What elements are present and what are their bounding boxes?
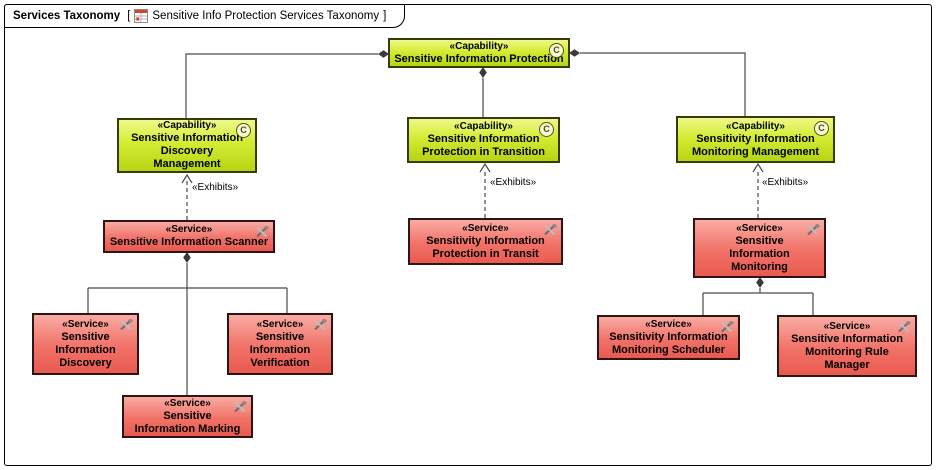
exhibits-label-right: «Exhibits» [762,177,809,188]
crossed-tools-icon [233,400,248,418]
diagram-table-icon [134,9,149,23]
stereotype-label: «Service» [462,222,509,234]
composition-diamond-right [569,49,580,57]
diagram-title: Services Taxonomy [13,10,121,22]
service-node-information-discovery[interactable]: «Service» Sensitive Information Discover… [32,313,139,375]
stereotype-label: «Capability» [454,121,513,132]
node-name: Sensitive Information Monitoring Rule Ma… [791,332,903,371]
crossed-tools-icon [806,223,821,241]
stereotype-label: «Service» [165,224,213,235]
exhibits-label-middle: «Exhibits» [490,177,537,188]
service-node-monitoring-rule-manager[interactable]: «Service» Sensitive Information Monitori… [777,315,917,377]
composition-line-discovery-mgmt[interactable] [185,53,378,118]
service-node-monitoring[interactable]: «Service» Sensitive Information Monitori… [693,218,826,278]
composition-diamond-scanner [183,252,191,263]
node-name: Sensitive Information Protection in Tran… [422,133,545,158]
node-name: Sensitive Information Discovery [55,330,116,369]
capability-badge-icon: C [814,121,829,136]
service-node-protection-in-transit[interactable]: «Service» Sensitivity Information Protec… [408,218,563,265]
node-name: Sensitive Information Protection [394,52,564,65]
capability-badge-icon: C [236,123,251,138]
composition-line-monitoring-mgmt[interactable] [580,52,746,116]
node-name: Sensitivity Information Monitoring Sched… [609,330,728,356]
stereotype-label: «Capability» [449,40,509,52]
composition-diamond-middle [479,67,487,78]
stereotype-label: «Service» [62,318,109,330]
bracket-open: [ [127,10,131,22]
crossed-tools-icon [720,320,735,338]
service-node-information-verification[interactable]: «Service» Sensitive Information Verifica… [227,313,333,375]
node-name: Sensitive Information Monitoring [729,234,790,273]
capability-node-sensitive-information-protection[interactable]: «Capability» Sensitive Information Prote… [388,38,570,68]
stereotype-label: «Service» [256,318,304,330]
exhibits-arrowhead-monitoring [752,162,764,173]
crossed-tools-icon [119,318,134,336]
diagram-header-tab[interactable]: Services Taxonomy [ Sensitive Info Prote… [4,4,406,28]
crossed-tools-icon [313,318,328,336]
node-name: Sensitivity Information Protection in Tr… [426,234,545,260]
capability-badge-icon: C [539,122,554,137]
crossed-tools-icon [543,223,558,241]
stereotype-label: «Capability» [157,120,217,131]
stereotype-label: «Service» [164,397,211,409]
capability-node-monitoring-management[interactable]: «Capability» Sensitivity Information Mon… [676,116,835,163]
diagram-frame [4,4,932,466]
stereotype-label: «Service» [736,222,783,234]
node-name: Sensitive Information Verification [249,330,311,369]
stereotype-label: «Capability» [726,120,785,132]
diagram-reference: Sensitive Info Protection Services Taxon… [152,10,380,22]
node-name: Sensitivity Information Monitoring Manag… [691,132,820,158]
node-name: Sensitive Information Discovery Manageme… [131,132,243,170]
composition-diamond-monitoring [756,277,764,288]
node-name: Sensitive Information Marking [134,409,241,435]
exhibits-arrowhead-scanner [181,173,193,184]
exhibits-arrowhead-transit [479,162,491,173]
stereotype-label: «Service» [823,320,871,332]
service-node-information-marking[interactable]: «Service» Sensitive Information Marking [122,395,253,438]
composition-diamond-left [378,50,389,58]
crossed-tools-icon [255,225,270,243]
exhibits-label-left: «Exhibits» [192,182,239,193]
capability-badge-icon: C [549,43,564,58]
stereotype-label: «Service» [645,318,692,330]
service-node-monitoring-scheduler[interactable]: «Service» Sensitivity Information Monito… [597,315,740,360]
service-node-scanner[interactable]: «Service» Sensitive Information Scanner [103,220,275,253]
capability-node-protection-in-transition[interactable]: «Capability» Sensitive Information Prote… [407,117,560,163]
capability-node-discovery-management[interactable]: «Capability» Sensitive Information Disco… [117,118,257,173]
node-name: Sensitive Information Scanner [109,236,269,248]
bracket-close: ] [383,10,387,22]
crossed-tools-icon [897,320,912,338]
